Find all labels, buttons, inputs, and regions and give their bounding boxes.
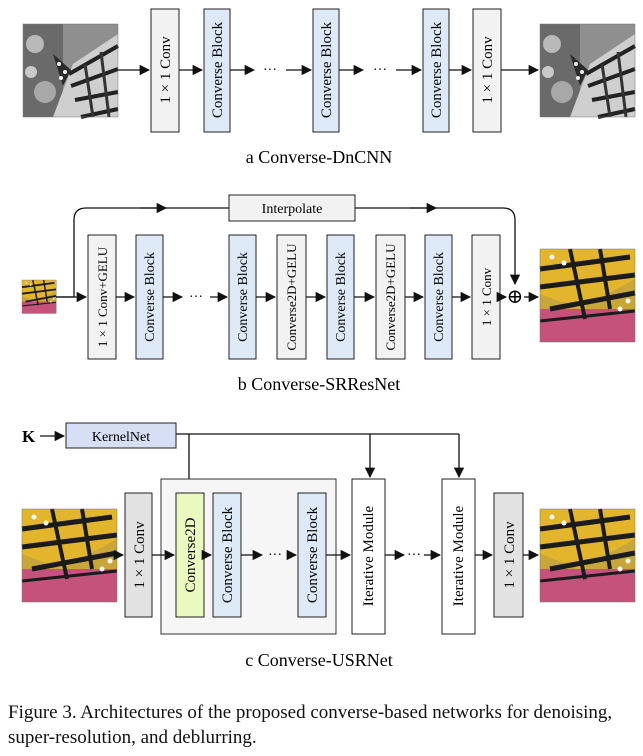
svg-text:Converse Block: Converse Block: [429, 21, 445, 118]
ellipsis-a1: ···: [263, 63, 277, 78]
svg-text:KernelNet: KernelNet: [92, 430, 150, 445]
converse2d-gelu-block-b2: Converse2D+GELU: [375, 234, 406, 360]
ellipsis-b: ···: [189, 290, 203, 305]
output-image-superres: [540, 249, 635, 342]
converse-block-b1: Converse Block: [135, 234, 164, 360]
architecture-diagram: 1 × 1 Conv Converse Block Converse Block…: [0, 8, 643, 670]
svg-text:Converse2D+GELU: Converse2D+GELU: [383, 243, 398, 351]
svg-text:1 × 1 Conv+GELU: 1 × 1 Conv+GELU: [95, 246, 110, 347]
svg-text:Converse Block: Converse Block: [220, 506, 236, 603]
svg-text:1 × 1 Conv: 1 × 1 Conv: [132, 521, 148, 589]
converse2d-gelu-block-b1: Converse2D+GELU: [276, 234, 307, 360]
conv-block-a2: 1 × 1 Conv: [472, 8, 502, 133]
conv-gelu-block-b1: 1 × 1 Conv+GELU: [87, 234, 117, 360]
panel-a: 1 × 1 Conv Converse Block Converse Block…: [21, 8, 637, 167]
input-image-blurry: [22, 509, 117, 602]
panel-b: Interpolate 1 × 1 Conv+GELU Converse Blo…: [21, 194, 635, 394]
panel-c: K KernelNet 1 × 1 Conv Converse2D Conver…: [22, 422, 635, 670]
figure-caption: Figure 3. Architectures of the proposed …: [8, 702, 613, 748]
svg-text:Converse Block: Converse Block: [236, 252, 251, 342]
converse2d-block: Converse2D: [175, 492, 205, 618]
converse-block-b3: Converse Block: [326, 234, 355, 360]
converse-block-b2: Converse Block: [228, 234, 257, 360]
kernelnet-block: KernelNet: [65, 422, 177, 449]
svg-text:Converse Block: Converse Block: [334, 252, 349, 342]
output-image-denoised: [538, 22, 637, 119]
svg-text:1 × 1 Conv: 1 × 1 Conv: [158, 36, 174, 104]
input-image-lowres: [21, 279, 58, 315]
conv-block-c1: 1 × 1 Conv: [124, 492, 153, 618]
svg-text:Converse Block: Converse Block: [210, 21, 226, 118]
output-image-deblurred: [540, 509, 635, 602]
conv-block-b2: 1 × 1 Conv: [471, 234, 501, 360]
converse-block-a3: Converse Block: [422, 8, 450, 133]
svg-text:Iterative Module: Iterative Module: [361, 505, 377, 606]
interpolate-block: Interpolate: [228, 194, 356, 222]
converse-block-c1: Converse Block: [212, 492, 242, 618]
svg-text:1 × 1 Conv: 1 × 1 Conv: [502, 521, 518, 589]
caption-b: b Converse-SRResNet: [238, 374, 400, 394]
svg-text:Converse Block: Converse Block: [432, 252, 447, 342]
caption-a: a Converse-DnCNN: [246, 147, 392, 167]
svg-text:Converse Block: Converse Block: [143, 252, 158, 342]
ellipsis-a2: ···: [373, 63, 387, 78]
conv-block-c2: 1 × 1 Conv: [493, 492, 524, 618]
iterative-module-2: Iterative Module: [441, 478, 476, 635]
svg-text:1 × 1 Conv: 1 × 1 Conv: [479, 267, 494, 326]
converse-block-a1: Converse Block: [203, 8, 231, 133]
skip-connection: [56, 207, 521, 298]
kernel-input-label: K: [22, 427, 36, 446]
converse-block-c2: Converse Block: [297, 492, 327, 618]
svg-text:Converse2D: Converse2D: [183, 517, 199, 592]
conv-block-a1: 1 × 1 Conv: [150, 8, 180, 133]
svg-text:Interpolate: Interpolate: [262, 202, 323, 217]
sum-icon: ⊕: [507, 286, 524, 308]
iterative-module-1: Iterative Module: [351, 478, 386, 635]
svg-text:Converse Block: Converse Block: [305, 506, 321, 603]
svg-text:1 × 1 Conv: 1 × 1 Conv: [480, 36, 496, 104]
ellipsis-c2: ···: [407, 548, 421, 563]
svg-text:Converse Block: Converse Block: [319, 21, 335, 118]
converse-block-b4: Converse Block: [424, 234, 453, 360]
converse-block-a2: Converse Block: [312, 8, 340, 133]
input-image-noisy: [21, 22, 120, 119]
ellipsis-c1: ···: [268, 548, 282, 563]
caption-c: c Converse-USRNet: [245, 650, 392, 670]
svg-text:Iterative Module: Iterative Module: [451, 505, 467, 606]
svg-text:Converse2D+GELU: Converse2D+GELU: [284, 243, 299, 351]
